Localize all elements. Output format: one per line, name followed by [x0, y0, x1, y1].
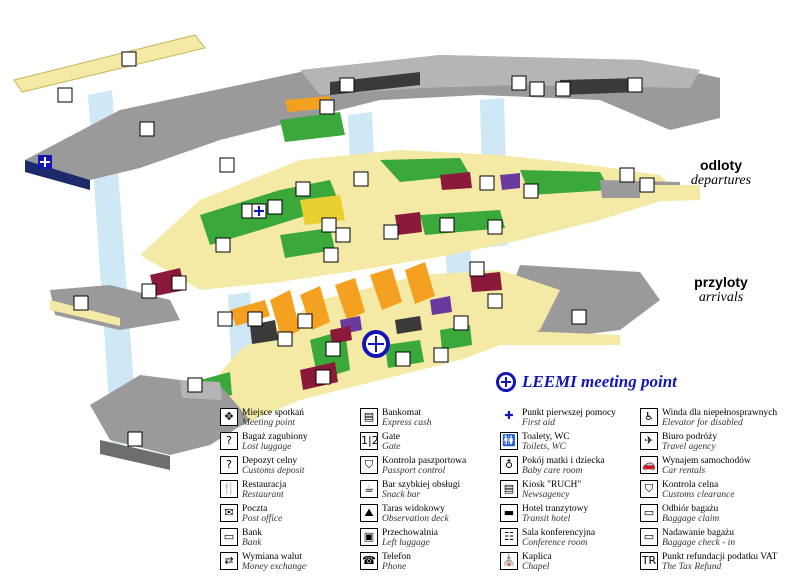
- departures-level: [25, 55, 720, 296]
- arrivals-label-pl: przyloty: [694, 274, 748, 290]
- arrivals-label: przyloty arrivals: [676, 274, 766, 306]
- meeting-point-banner: LEEMI meeting point: [496, 370, 677, 394]
- arrivals-label-en: arrivals: [698, 290, 744, 305]
- map-pictograms: [57, 51, 655, 447]
- departures-label-pl: odloty: [700, 157, 742, 173]
- departures-walkway: [13, 34, 206, 93]
- departures-label-en: departures: [690, 173, 752, 188]
- meeting-point-icon: [496, 372, 516, 392]
- departures-label: odloty departures: [676, 157, 766, 189]
- meeting-point-title: LEEMI meeting point: [522, 372, 677, 391]
- map-meeting-point-marker[interactable]: [362, 330, 390, 358]
- first-aid-map-marker: [38, 155, 267, 219]
